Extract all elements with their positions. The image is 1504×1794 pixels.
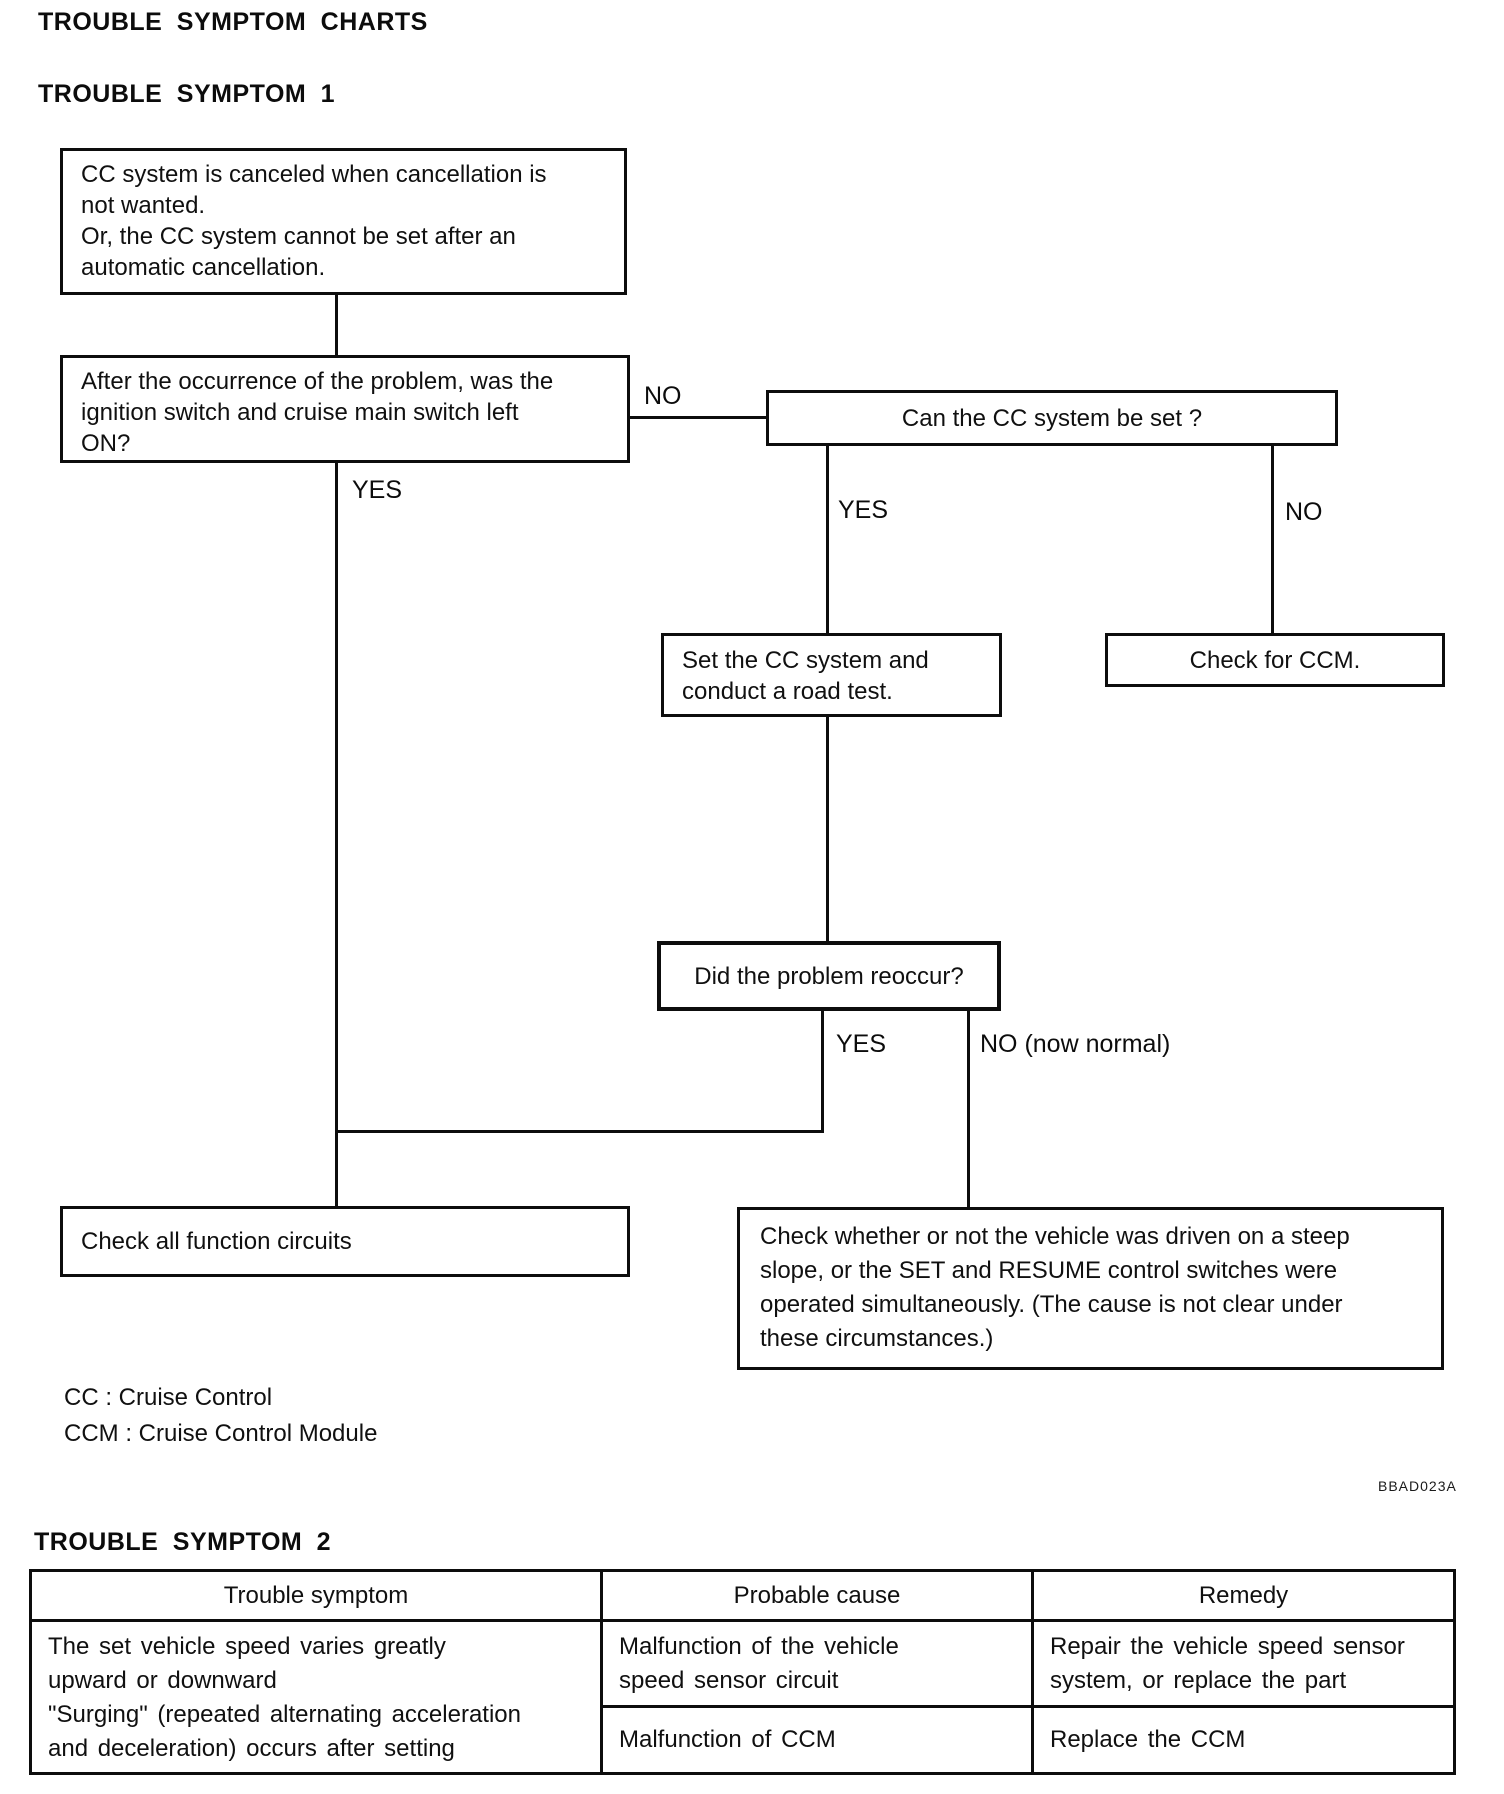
table-row: Malfunction of CCM Replace the CCM <box>31 1705 1456 1775</box>
connector-reoccur-no <box>967 1011 970 1208</box>
section-title-symptom-2: TROUBLE SYMPTOM 2 <box>34 1528 332 1556</box>
table-header-trouble-symptom: Trouble symptom <box>29 1569 603 1622</box>
flow-box-problem-reoccur: Did the problem reoccur? <box>657 941 1001 1011</box>
connector-yes-to-check-circuits <box>335 463 338 1206</box>
table-header-row: Trouble symptom Probable cause Remedy <box>29 1569 1456 1622</box>
flow-label-switch-no: NO <box>644 382 682 410</box>
flow-box-check-circuits: Check all function circuits <box>60 1206 630 1277</box>
connector-road-test-to-reoccur <box>826 717 829 941</box>
legend-cc: CC : Cruise Control <box>64 1384 273 1411</box>
table-cell-cause-2: Malfunction of CCM <box>600 1705 1034 1775</box>
flow-label-can-set-yes: YES <box>838 496 889 524</box>
flow-label-reoccur-no: NO (now normal) <box>980 1030 1171 1058</box>
flow-box-check-conditions: Check whether or not the vehicle was dri… <box>737 1207 1444 1370</box>
trouble-symptom-2-table: Trouble symptom Probable cause Remedy Th… <box>29 1569 1456 1775</box>
connector-reoccur-yes <box>821 1011 824 1133</box>
table-cell-cause-1: Malfunction of the vehicle speed sensor … <box>600 1618 1034 1709</box>
connector-no-to-can-set <box>630 416 766 419</box>
flow-box-can-cc-be-set: Can the CC system be set ? <box>766 390 1338 446</box>
flow-label-switch-yes: YES <box>352 476 403 504</box>
page-title: TROUBLE SYMPTOM CHARTS <box>38 8 428 36</box>
figure-code: BBAD023A <box>1378 1478 1457 1494</box>
table-header-remedy: Remedy <box>1031 1569 1456 1622</box>
section-title-symptom-1: TROUBLE SYMPTOM 1 <box>38 80 336 108</box>
flow-label-can-set-no: NO <box>1285 498 1323 526</box>
flow-box-switch-question: After the occurrence of the problem, was… <box>60 355 630 463</box>
flow-box-symptom: CC system is canceled when cancellation … <box>60 148 627 295</box>
connector-reoccur-yes-join <box>335 1130 824 1133</box>
connector-can-set-yes <box>826 446 829 633</box>
flow-box-road-test: Set the CC system and conduct a road tes… <box>661 633 1002 717</box>
connector-symptom-to-question <box>335 295 338 355</box>
table-cell-remedy-1: Repair the vehicle speed sensor system, … <box>1031 1618 1456 1709</box>
legend-ccm: CCM : Cruise Control Module <box>64 1420 378 1447</box>
table-cell-symptom: The set vehicle speed varies greatly upw… <box>29 1619 603 1775</box>
flow-box-check-for-ccm: Check for CCM. <box>1105 633 1445 687</box>
table-row: The set vehicle speed varies greatly upw… <box>29 1618 1456 1775</box>
table-cell-remedy-2: Replace the CCM <box>1031 1705 1456 1775</box>
flow-label-reoccur-yes: YES <box>836 1030 887 1058</box>
connector-can-set-no <box>1271 446 1274 633</box>
table-header-probable-cause: Probable cause <box>600 1569 1034 1622</box>
